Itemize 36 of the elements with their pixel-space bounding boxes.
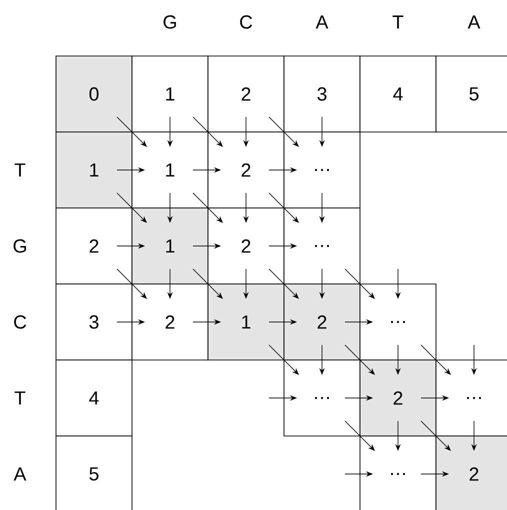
table-cell: …: [284, 132, 360, 208]
table-cell: 5: [56, 436, 132, 510]
table-cell: 1: [132, 56, 208, 132]
table-cell: 3: [284, 56, 360, 132]
table-cell: 1: [208, 284, 284, 360]
table-cell: 2: [360, 360, 436, 436]
table-cell: 1: [56, 132, 132, 208]
table-cell: 2: [284, 284, 360, 360]
sequence-letter: T: [14, 392, 26, 404]
table-cell: 1: [132, 132, 208, 208]
table-cell: 2: [56, 208, 132, 284]
sequence-letter: C: [240, 15, 252, 29]
sequence-letter: A: [316, 16, 328, 29]
table-cell: …: [284, 208, 360, 284]
table-cell: 3: [56, 284, 132, 360]
sequence-letter: T: [392, 16, 404, 29]
sequence-letter: G: [164, 15, 176, 29]
table-cell: 2: [208, 208, 284, 284]
table-cell: 4: [56, 360, 132, 436]
table-cell: 5: [436, 56, 507, 132]
table-cell: 2: [436, 436, 507, 510]
table-cell: 2: [132, 284, 208, 360]
table-cell: …: [360, 284, 436, 360]
sequence-letter: T: [14, 164, 26, 177]
sequence-letter: C: [14, 315, 26, 329]
table-cell: 1: [132, 208, 208, 284]
table-cell: …: [360, 436, 436, 510]
table-cell: 2: [208, 132, 284, 208]
table-cell: …: [284, 360, 360, 436]
table-cell: …: [436, 360, 507, 436]
table-cell: 4: [360, 56, 436, 132]
table-cell: 0: [56, 56, 132, 132]
sequence-letter: A: [468, 16, 480, 29]
table-cell: 2: [208, 56, 284, 132]
sequence-letter: A: [14, 468, 26, 480]
sequence-letter: G: [14, 239, 26, 253]
